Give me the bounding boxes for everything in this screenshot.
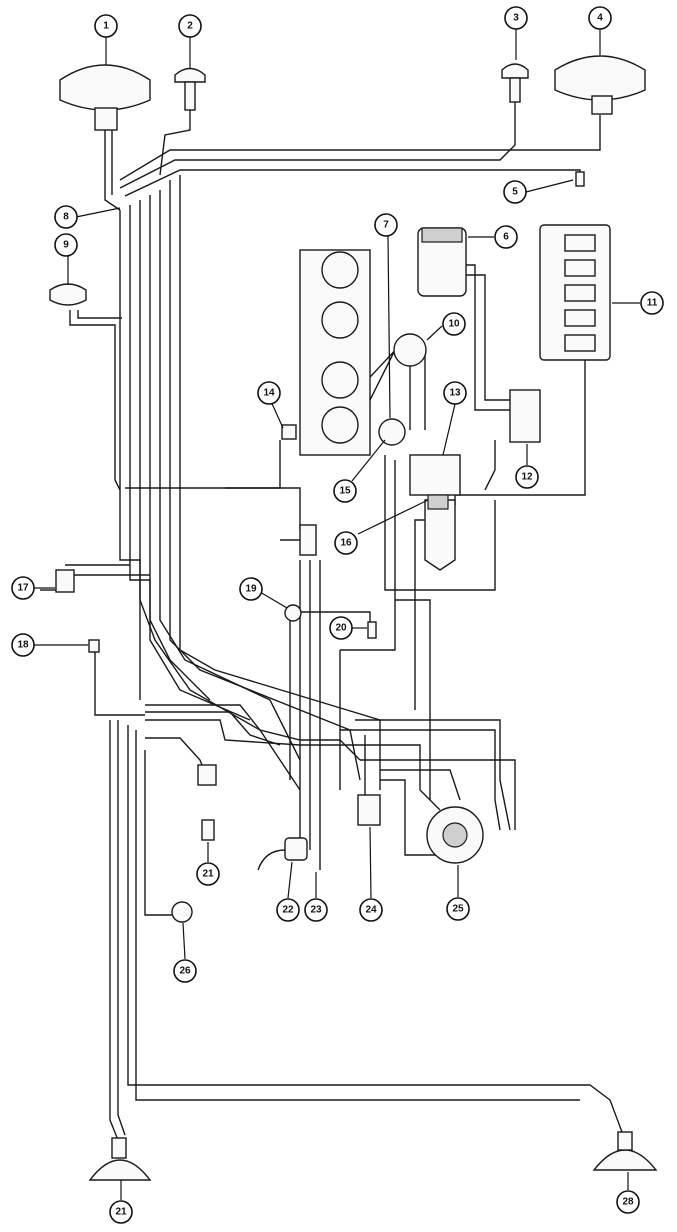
callout-leaders (30, 29, 640, 1200)
voltage-regulator (509, 389, 541, 443)
callout-25-label: 25 (452, 904, 464, 915)
stop-light-switch (88, 639, 100, 653)
callout-5: 5 (503, 180, 527, 204)
distributor (393, 333, 427, 367)
callout-21-tail: 21 (109, 1200, 133, 1224)
callout-13: 13 (443, 381, 467, 405)
callout-16: 16 (334, 531, 358, 555)
callout-8-label: 8 (63, 212, 69, 223)
wiring-harness (60, 100, 626, 1141)
callout-16-label: 16 (340, 538, 352, 549)
callout-9-label: 9 (63, 240, 69, 251)
horn-button (367, 621, 377, 639)
callout-10-label: 10 (448, 319, 460, 330)
callout-19-label: 19 (245, 584, 257, 595)
callout-7: 7 (374, 213, 398, 237)
callout-3: 3 (504, 6, 528, 30)
callout-9: 9 (54, 233, 78, 257)
callout-15: 15 (333, 479, 357, 503)
instrument-unit (257, 837, 308, 871)
temperature-sender (280, 524, 317, 556)
fuse-block (539, 224, 611, 361)
callout-7-label: 7 (383, 220, 389, 231)
callout-11: 11 (640, 291, 664, 315)
dash-connector-center (357, 794, 381, 826)
callout-4-label: 4 (597, 13, 603, 24)
generator (417, 227, 467, 297)
callout-13-label: 13 (449, 388, 461, 399)
ignition-switch (284, 604, 302, 622)
callout-21-dash: 21 (196, 862, 220, 886)
callout-17-label: 17 (17, 583, 29, 594)
callout-12: 12 (515, 465, 539, 489)
callout-1: 1 (94, 14, 118, 38)
callout-1-label: 1 (103, 21, 109, 32)
callout-26: 26 (173, 959, 197, 983)
dash-connector-left (197, 764, 217, 841)
starter-motor (409, 454, 461, 571)
callout-22: 22 (276, 898, 300, 922)
callout-19: 19 (239, 577, 263, 601)
callout-28: 28 (616, 1190, 640, 1214)
callout-10: 10 (442, 312, 466, 336)
callout-2: 2 (178, 14, 202, 38)
callout-18-label: 18 (17, 640, 29, 651)
callout-25: 25 (446, 897, 470, 921)
callout-4: 4 (588, 6, 612, 30)
left-tail-lamp (88, 1137, 152, 1181)
ignition-coil (378, 418, 406, 446)
callout-5-label: 5 (512, 187, 518, 198)
callout-17: 17 (11, 576, 35, 600)
callout-2-label: 2 (187, 21, 193, 32)
callout-22-label: 22 (282, 905, 294, 916)
right-parking-lamp (501, 63, 529, 103)
callout-3-label: 3 (513, 13, 519, 24)
callout-20-label: 20 (335, 623, 347, 634)
callout-15-label: 15 (339, 486, 351, 497)
horn (49, 283, 87, 306)
callout-20: 20 (329, 616, 353, 640)
instrument-cluster (426, 806, 484, 864)
callout-6-label: 6 (503, 232, 509, 243)
callout-11-label: 11 (647, 298, 658, 309)
callout-8: 8 (54, 205, 78, 229)
callout-24: 24 (359, 898, 383, 922)
callout-14: 14 (257, 381, 281, 405)
left-parking-lamp (174, 67, 206, 111)
right-headlamp (554, 55, 646, 115)
callout-26-label: 26 (179, 966, 191, 977)
oil-pressure-sender (281, 424, 297, 440)
callout-24-label: 24 (365, 905, 377, 916)
fuel-gauge (171, 901, 193, 923)
callout-12-label: 12 (521, 472, 533, 483)
fuse-terminal (575, 171, 585, 187)
callout-14-label: 14 (263, 388, 275, 399)
right-tail-lamp (592, 1131, 658, 1171)
callout-21-tail-label: 21 (115, 1207, 127, 1218)
engine-block (299, 249, 371, 456)
callout-23-label: 23 (310, 905, 322, 916)
callout-21-dash-label: 21 (202, 869, 214, 880)
left-headlamp (59, 64, 151, 131)
callout-23: 23 (304, 898, 328, 922)
light-switch (40, 569, 75, 593)
callout-28-label: 28 (622, 1197, 634, 1208)
callout-6: 6 (494, 225, 518, 249)
callout-18: 18 (11, 633, 35, 657)
